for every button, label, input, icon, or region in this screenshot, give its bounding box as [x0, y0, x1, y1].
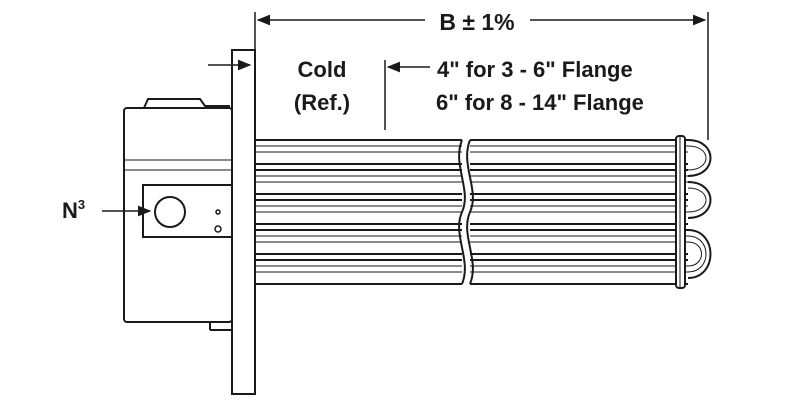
screw-icon	[215, 209, 221, 215]
flange-plate	[231, 49, 256, 395]
dimension-b-label: B ± 1%	[439, 9, 514, 35]
terminal-label-base: N	[62, 198, 78, 223]
ref-label: (Ref.)	[294, 90, 350, 115]
terminal-hole	[154, 196, 186, 228]
heating-elements-left	[255, 139, 462, 285]
screw-icon	[214, 225, 222, 233]
cold-label: Cold	[298, 57, 347, 82]
tube-bends	[675, 135, 712, 289]
flange-3-6-label: 4" for 3 - 6" Flange	[437, 57, 633, 82]
heating-elements-right	[470, 139, 688, 285]
terminal-label-sup: 3	[78, 197, 85, 212]
flange-8-14-label: 6" for 8 - 14" Flange	[436, 90, 644, 115]
dimension-lines	[102, 12, 709, 217]
terminal-label: N3	[62, 197, 85, 223]
terminal-plate	[142, 184, 233, 238]
